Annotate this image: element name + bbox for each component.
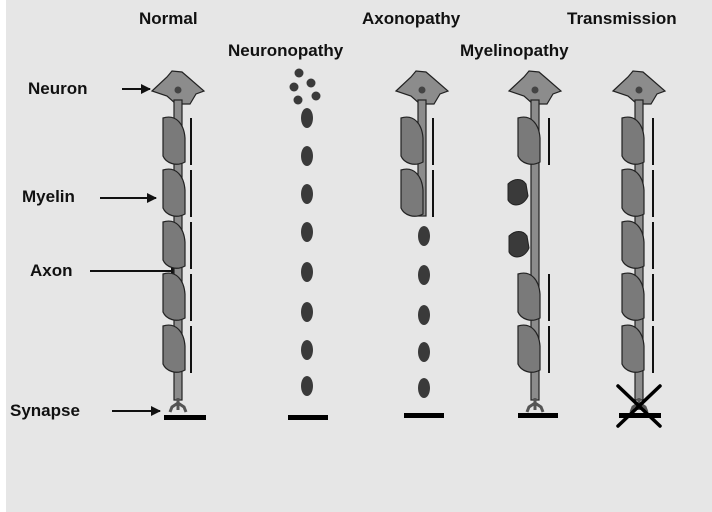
nucleus [419, 87, 426, 94]
fragment [418, 226, 430, 246]
damaged-myelin [509, 232, 529, 257]
fragment [301, 222, 313, 242]
synapse-bar [404, 413, 444, 418]
synapse-bar [518, 413, 558, 418]
fragment [301, 376, 313, 396]
axonopathy-neuron [396, 71, 448, 217]
neuronopathy-fragments [290, 69, 321, 397]
synapse-bar [164, 415, 206, 420]
fragment [301, 302, 313, 322]
nucleus [175, 87, 182, 94]
fragment [418, 265, 430, 285]
normal-neuron [152, 71, 206, 420]
nucleus [636, 87, 643, 94]
synapse-bar [288, 415, 328, 420]
fragment [301, 340, 313, 360]
fragment [295, 69, 304, 78]
fragment [301, 108, 313, 128]
neuropathy-diagram [6, 0, 712, 512]
fragment [418, 342, 430, 362]
diagram-canvas: Normal Neuronopathy Axonopathy Myelinopa… [6, 0, 712, 512]
fragment [418, 378, 430, 398]
damaged-myelin [508, 180, 528, 205]
fragment [307, 79, 316, 88]
fragment [312, 92, 321, 101]
myelinopathy-neuron [508, 71, 561, 418]
axonopathy-fragments [418, 226, 430, 398]
nucleus [532, 87, 539, 94]
fragment [418, 305, 430, 325]
synapse-terminal [170, 398, 186, 412]
fragment [301, 146, 313, 166]
fragment [294, 96, 303, 105]
fragment [301, 262, 313, 282]
fragment [301, 184, 313, 204]
synapse-terminal [527, 398, 543, 412]
transmission-neuron [613, 71, 665, 426]
fragment [290, 83, 299, 92]
